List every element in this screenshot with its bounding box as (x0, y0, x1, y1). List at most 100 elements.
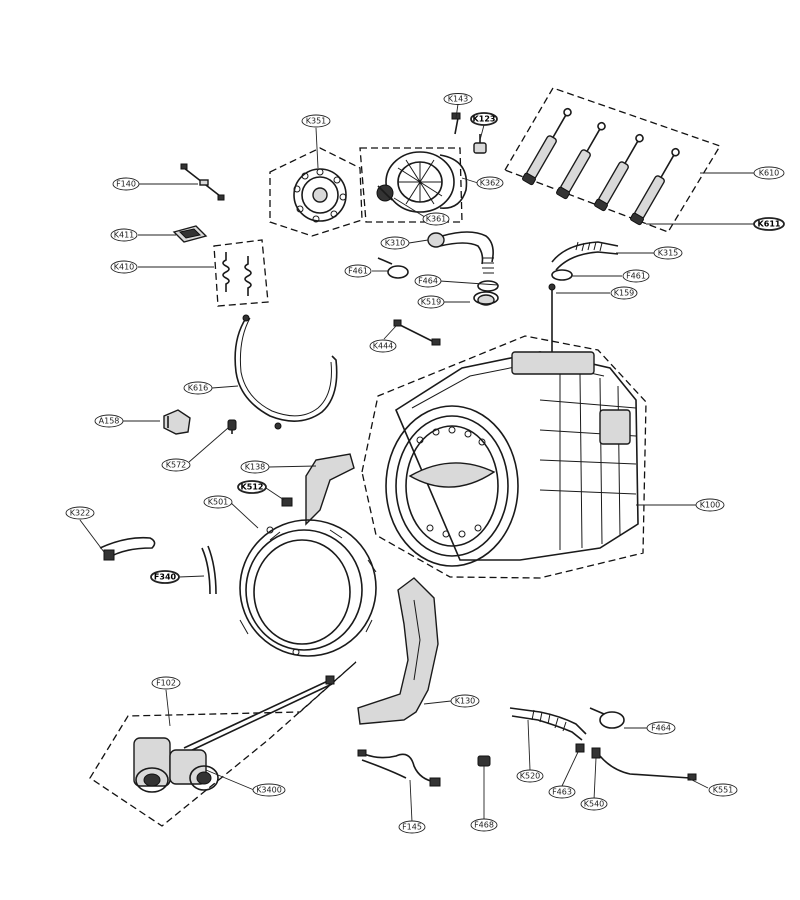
svg-text:K512: K512 (241, 483, 264, 492)
group-outline-valve (89, 661, 357, 827)
callout-k410: K410 (110, 260, 138, 274)
group-outline-shock-absorbers (504, 87, 721, 233)
svg-text:K610: K610 (759, 169, 780, 178)
wire-loop-k616 (234, 314, 338, 430)
svg-text:K322: K322 (70, 509, 91, 518)
svg-text:F464: F464 (651, 724, 671, 733)
callout-k310: K310 (380, 236, 410, 250)
callout-f464: F464 (414, 274, 442, 288)
clip-k512 (281, 497, 293, 507)
callout-a158: A158 (94, 414, 124, 428)
drain-pipe-k520 (509, 707, 587, 741)
svg-text:F102: F102 (156, 679, 176, 688)
svg-text:F461: F461 (626, 272, 646, 281)
svg-text:F461: F461 (348, 267, 368, 276)
group-outline-pulley (269, 147, 363, 237)
svg-text:F140: F140 (116, 180, 136, 189)
svg-text:F464: F464 (418, 277, 438, 286)
group-outline-springs (213, 239, 269, 307)
svg-text:K520: K520 (520, 772, 541, 781)
inlet-rod-f102 (183, 675, 335, 753)
group-outline-tub (361, 335, 647, 579)
svg-text:K130: K130 (455, 697, 476, 706)
svg-text:K540: K540 (584, 800, 605, 809)
fill-hose-k315 (551, 241, 619, 271)
callout-k616: K616 (183, 381, 213, 395)
svg-text:K310: K310 (385, 239, 406, 248)
callout-k512: K512 (237, 480, 267, 494)
callout-f102: F102 (151, 676, 181, 690)
svg-text:A158: A158 (99, 417, 120, 426)
svg-text:K519: K519 (421, 298, 442, 307)
harness-f145 (357, 749, 441, 787)
callout-f145: F145 (398, 820, 426, 834)
drain-hose-k310 (427, 231, 494, 274)
svg-text:K143: K143 (448, 95, 469, 104)
svg-text:K123: K123 (473, 115, 496, 124)
svg-text:K616: K616 (188, 384, 209, 393)
callout-k611: K611 (753, 217, 785, 231)
callout-k3400: K3400 (252, 783, 286, 797)
sensor-k540 (591, 747, 601, 759)
motor-stator (376, 151, 468, 213)
sensor-k159 (548, 283, 556, 360)
wire-clip-f140 (180, 163, 225, 201)
svg-text:K411: K411 (114, 231, 135, 240)
callout-k551: K551 (708, 783, 738, 797)
svg-text:K410: K410 (114, 263, 135, 272)
clamp-f464-lower (589, 707, 625, 729)
svg-text:K100: K100 (700, 501, 721, 510)
callout-k540: K540 (580, 797, 608, 811)
drum-pulley (293, 168, 347, 223)
harness-k551 (599, 755, 697, 781)
svg-text:K572: K572 (166, 461, 187, 470)
svg-text:K501: K501 (208, 498, 229, 507)
svg-text:K551: K551 (713, 786, 734, 795)
callout-k143: K143 (443, 93, 473, 105)
sensor-k572 (227, 419, 237, 434)
svg-text:K361: K361 (426, 215, 447, 224)
leader-lines (79, 103, 754, 823)
hose-f340 (201, 545, 217, 595)
counterweight-k130 (357, 577, 439, 725)
bracket-k411 (172, 225, 208, 243)
svg-text:F145: F145 (402, 823, 422, 832)
callout-f140: F140 (112, 177, 140, 191)
callout-k100: K100 (695, 498, 725, 512)
callout-k519: K519 (417, 295, 445, 309)
callout-k322: K322 (65, 506, 95, 520)
svg-text:F340: F340 (154, 573, 177, 582)
fitting-f463 (575, 743, 585, 753)
callout-k315: K315 (653, 246, 683, 260)
svg-text:K611: K611 (758, 220, 781, 229)
clamp-f461 (377, 257, 409, 279)
callout-k411: K411 (110, 228, 138, 242)
group-outline-pump-motor (359, 147, 463, 223)
callout-f464-lower: F464 (646, 721, 676, 735)
callout-k130: K130 (450, 694, 480, 708)
tub-springs (222, 252, 252, 296)
callout-f463: F463 (548, 785, 576, 799)
svg-text:K444: K444 (373, 342, 394, 351)
shock-absorbers (522, 107, 680, 226)
clamp-f461-right (551, 269, 573, 281)
svg-text:K315: K315 (658, 249, 679, 258)
callout-k361: K361 (422, 212, 450, 226)
callout-k123: K123 (470, 112, 498, 126)
callout-k159: K159 (610, 286, 638, 300)
front-tub-k501 (239, 519, 377, 657)
svg-text:K362: K362 (480, 179, 501, 188)
callout-k351: K351 (301, 114, 331, 128)
bolt-k123 (473, 134, 487, 154)
water-valve-k3400 (133, 737, 219, 793)
svg-text:K3400: K3400 (256, 786, 282, 795)
clamp-f464 (477, 280, 499, 292)
callout-k520: K520 (516, 769, 544, 783)
callout-f461-left: F461 (344, 264, 372, 278)
callout-k138: K138 (240, 460, 270, 474)
harness-k444 (393, 319, 441, 346)
callout-k444: K444 (369, 339, 397, 353)
svg-text:F463: F463 (552, 788, 572, 797)
wire-clamp-k322 (99, 536, 156, 561)
